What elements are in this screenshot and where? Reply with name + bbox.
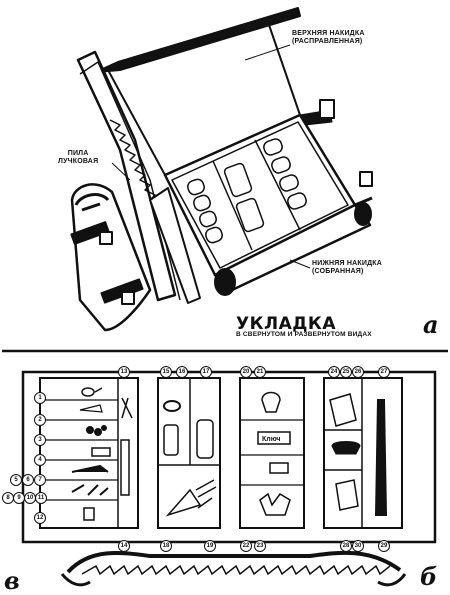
label-upper-cover-line2: (РАСПРАВЛЕННАЯ) — [292, 38, 363, 45]
label-lower-cover-line1: НИЖНЯЯ НАКИДКА — [312, 260, 383, 267]
label-saw: ПИЛА ЛУЧКОВАЯ — [58, 150, 98, 166]
callout-13: 13 — [118, 366, 130, 378]
callout-25: 25 — [340, 366, 352, 378]
callout-27: 27 — [378, 366, 390, 378]
callout-26: 26 — [352, 366, 364, 378]
letter-a: а — [423, 310, 439, 339]
callout-6: 6 — [22, 474, 34, 486]
label-upper-cover: ВЕРХНЯЯ НАКИДКА (РАСПРАВЛЕННАЯ) — [292, 30, 365, 46]
label-saw-line2: ЛУЧКОВАЯ — [58, 158, 99, 165]
callout-17: 17 — [200, 366, 212, 378]
callout-3: 3 — [34, 434, 46, 446]
callout-16: 16 — [176, 366, 188, 378]
callout-23: 23 — [254, 540, 266, 552]
callout-24: 24 — [328, 366, 340, 378]
letter-b: б — [420, 562, 438, 591]
callout-22: 22 — [240, 540, 252, 552]
callout-2: 2 — [34, 414, 46, 426]
callout-18: 18 — [160, 540, 172, 552]
kit-frame — [21, 370, 437, 544]
bow-saw-unrolled — [66, 550, 402, 574]
callout-11: 11 — [35, 492, 47, 504]
callout-28: 28 — [340, 540, 352, 552]
rolled-kit-drawing — [70, 7, 373, 332]
callout-30: 30 — [352, 540, 364, 552]
callout-4: 4 — [34, 454, 46, 466]
callout-19: 19 — [204, 540, 216, 552]
bow-saw-frame — [76, 50, 177, 302]
unrolled-kit-drawing — [21, 370, 437, 587]
callout-20: 20 — [240, 366, 252, 378]
tag-klyuch: Ключ — [262, 436, 281, 443]
callout-21: 21 — [254, 366, 266, 378]
label-saw-line1: ПИЛА — [67, 150, 89, 157]
label-upper-cover-line1: ВЕРХНЯЯ НАКИДКА — [292, 30, 365, 37]
callout-5: 5 — [10, 474, 22, 486]
callout-14: 14 — [118, 540, 130, 552]
figure-subtitle: В СВЕРНУТОМ И РАЗВЕРНУТОМ ВИДАХ — [236, 331, 372, 338]
callout-29: 29 — [378, 540, 390, 552]
callout-1: 1 — [34, 392, 46, 404]
figure-title: УКЛАДКА — [236, 314, 336, 334]
callout-15: 15 — [160, 366, 172, 378]
letter-v: в — [4, 566, 20, 595]
label-lower-cover-line2: (СОБРАННАЯ) — [312, 268, 364, 275]
callout-12: 12 — [34, 512, 46, 524]
label-lower-cover: НИЖНЯЯ НАКИДКА (СОБРАННАЯ) — [312, 260, 382, 276]
callout-7: 7 — [34, 474, 46, 486]
